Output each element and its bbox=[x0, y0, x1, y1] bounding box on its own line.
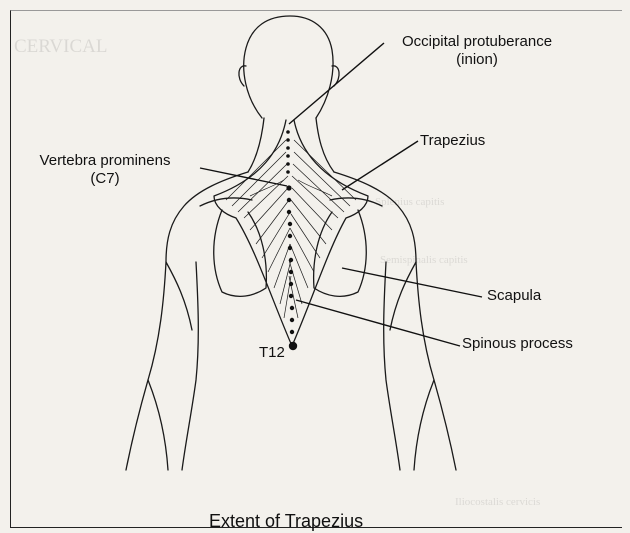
trapezius-leader bbox=[342, 141, 418, 190]
neck-left bbox=[248, 118, 264, 172]
left-forearm bbox=[148, 380, 168, 470]
right-forearm bbox=[414, 380, 434, 470]
t12-marker bbox=[289, 342, 297, 350]
left-acromion bbox=[200, 198, 252, 206]
spinous-process-dots bbox=[286, 130, 297, 350]
figure-caption: Extent of Trapezius bbox=[209, 510, 363, 532]
right-acromion bbox=[330, 198, 382, 206]
occipital-leader bbox=[289, 43, 384, 124]
leader-lines bbox=[200, 43, 482, 346]
right-shoulder bbox=[334, 172, 456, 470]
right-arm-inner bbox=[390, 262, 416, 330]
scapula-leader bbox=[342, 268, 482, 297]
label-vertebra-line2: (C7) bbox=[10, 170, 200, 188]
left-arm-inner bbox=[166, 262, 192, 330]
label-scapula: Scapula bbox=[487, 287, 541, 305]
label-t12: T12 bbox=[259, 344, 285, 362]
label-occipital-line1: Occipital protuberance bbox=[382, 33, 572, 51]
left-torso-side bbox=[182, 262, 198, 470]
label-vertebra-line1: Vertebra prominens bbox=[10, 152, 200, 170]
label-occipital-protuberance: Occipital protuberance (inion) bbox=[382, 33, 572, 69]
right-scapula bbox=[314, 210, 367, 296]
trapezius-fibres bbox=[226, 140, 356, 318]
left-scapula bbox=[214, 210, 267, 296]
label-occipital-line2: (inion) bbox=[382, 51, 572, 69]
right-torso-side bbox=[384, 262, 400, 470]
label-trapezius: Trapezius bbox=[420, 132, 485, 150]
label-vertebra-prominens: Vertebra prominens (C7) bbox=[10, 152, 200, 188]
head-outline bbox=[244, 16, 333, 118]
left-shoulder bbox=[126, 172, 248, 470]
trapezius-outline bbox=[214, 120, 368, 346]
label-spinous-process: Spinous process bbox=[462, 335, 573, 353]
spinous-leader bbox=[296, 300, 460, 346]
